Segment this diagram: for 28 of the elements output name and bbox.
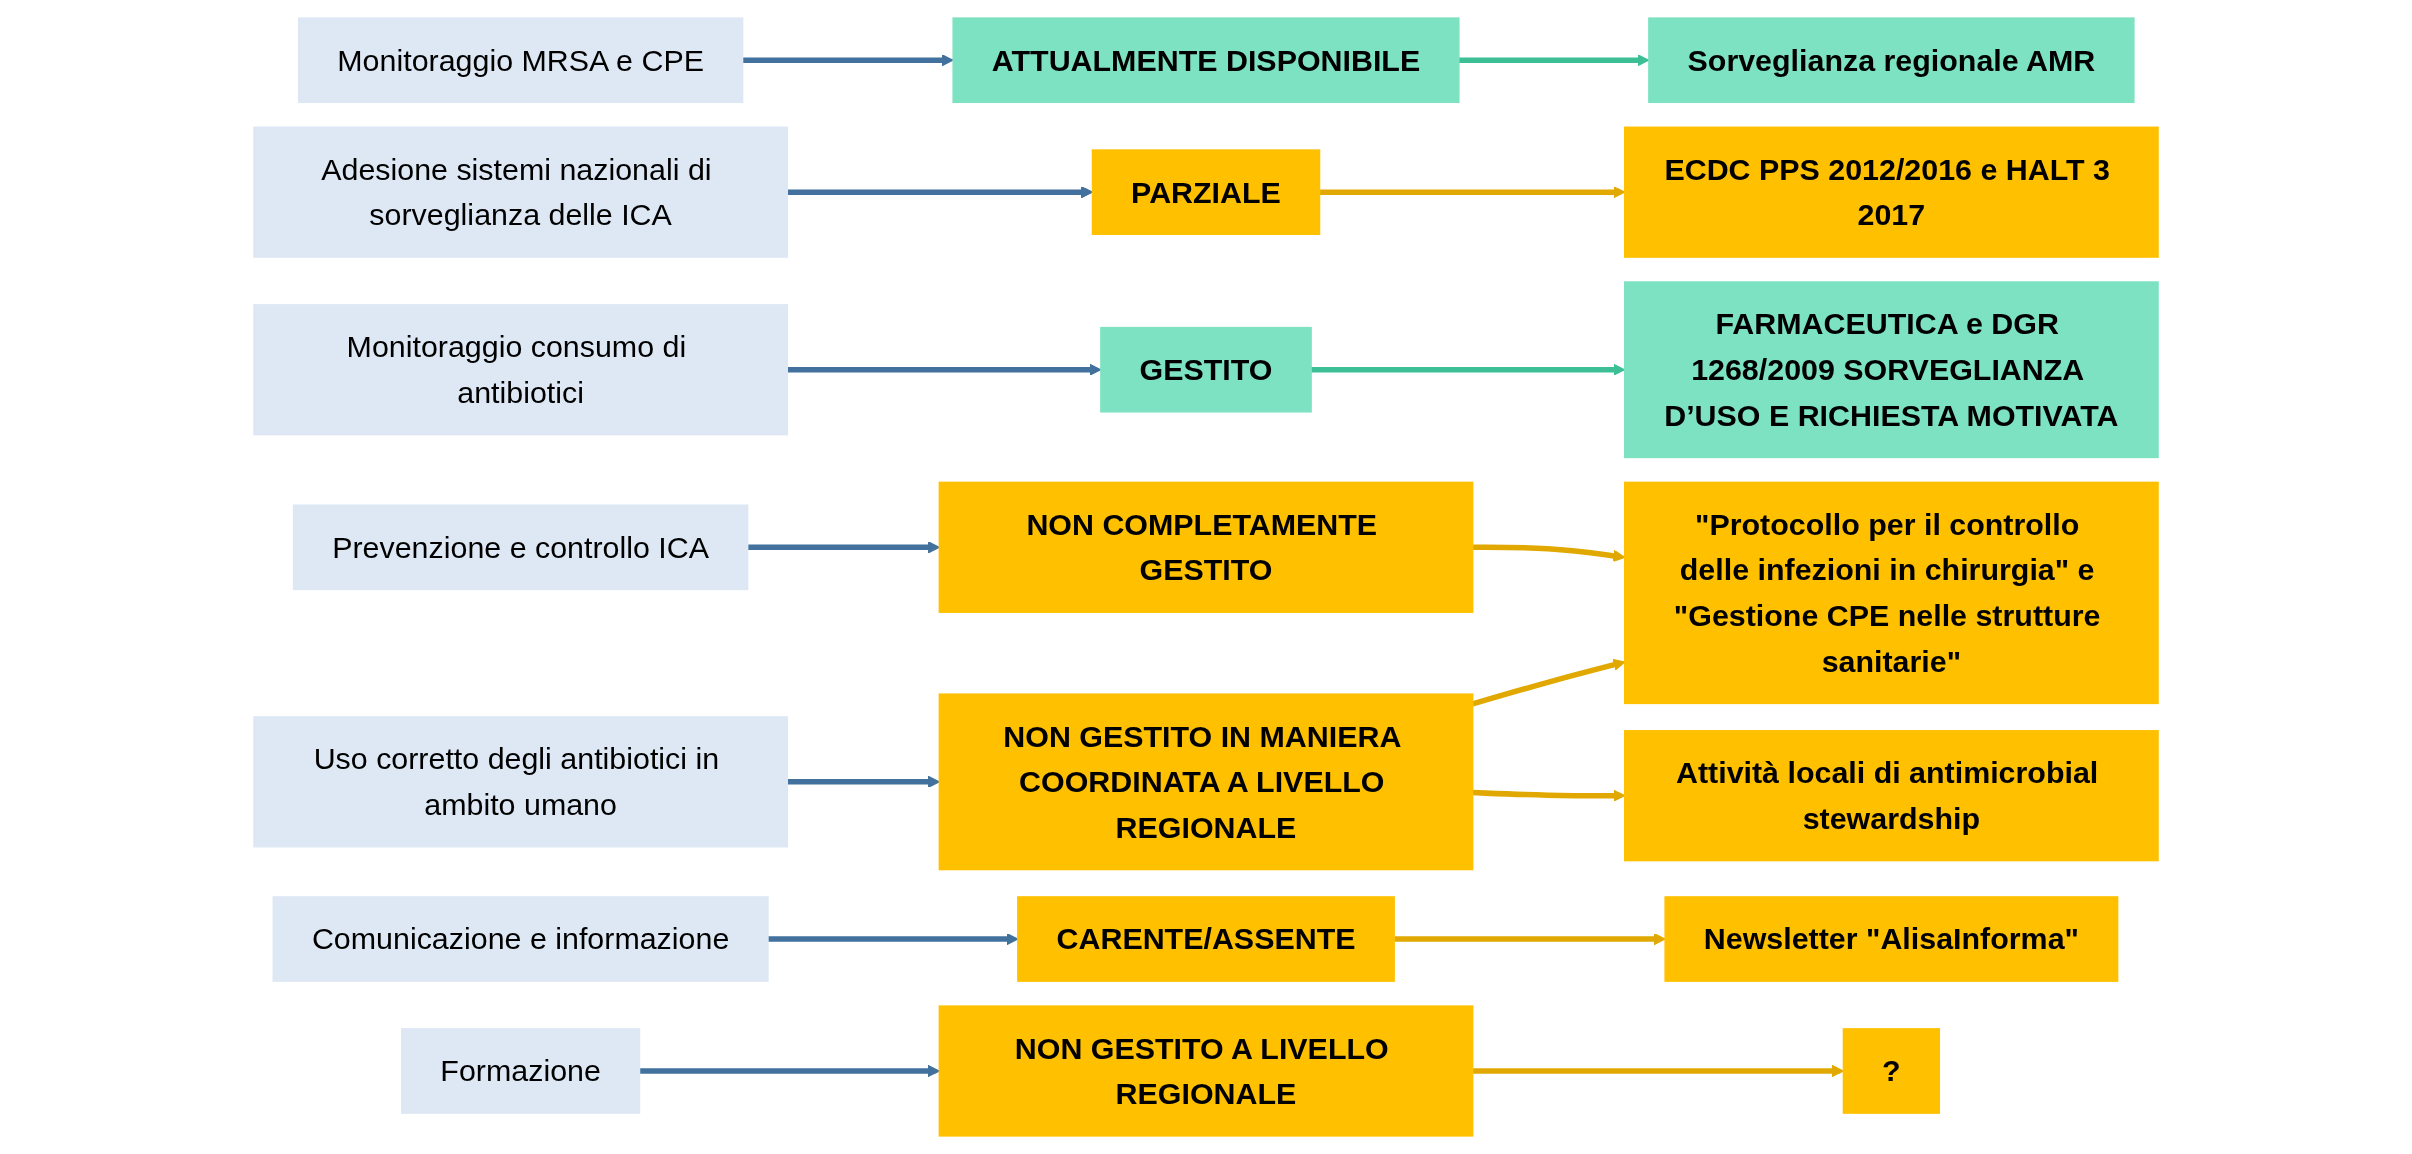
node-box: NON GESTITO IN MANIERA COORDINATA A LIVELLO REGIONALE <box>938 693 1474 871</box>
node-box: Uso corretto degli antibiotici in ambito umano <box>253 716 788 848</box>
node-box: Adesione sistemi nazionali di sorveglianza delle ICA <box>253 126 788 258</box>
arrow <box>787 186 1093 199</box>
arrow <box>742 54 954 67</box>
node-box: GESTITO <box>1100 326 1312 413</box>
node-box: Formazione <box>401 1028 641 1114</box>
arrow <box>787 775 940 788</box>
node-box: ? <box>1842 1028 1941 1114</box>
node-box: Comunicazione e informazione <box>272 896 769 982</box>
node-box: CARENTE/ASSENTE <box>1017 896 1395 982</box>
node-box: Monitoraggio MRSA e CPE <box>297 17 744 104</box>
node-box: "Protocollo per il controllo delle infezioni in chirurgia" e "Gestione CPE nelle strutture sanitarie" <box>1624 481 2159 705</box>
node-box: ATTUALMENTE DISPONIBILE <box>952 17 1460 104</box>
node-box: PARZIALE <box>1091 149 1321 235</box>
node-box: NON GESTITO A LIVELLO REGIONALE <box>938 1005 1474 1137</box>
arrow <box>1472 1064 1844 1078</box>
node-box: Prevenzione e controllo ICA <box>292 504 749 591</box>
node-box: NON COMPLETAMENTE GESTITO <box>938 481 1474 613</box>
arrow <box>639 1064 940 1078</box>
node-box: Newsletter "AlisaInforma" <box>1664 896 2119 982</box>
node-box: ECDC PPS 2012/2016 e HALT 3 2017 <box>1624 126 2159 258</box>
node-box: Attività locali di antimicrobial stewardship <box>1624 730 2159 862</box>
node-box: FARMACEUTICA e DGR 1268/2009 SORVEGLIANZA D’USO E RICHIESTA MOTIVATA <box>1624 281 2159 459</box>
node-box: Sorveglianza regionale AMR <box>1648 17 2135 104</box>
arrow <box>1394 932 1666 946</box>
node-box: Monitoraggio consumo di antibiotici <box>253 304 788 436</box>
arrow <box>747 541 940 554</box>
